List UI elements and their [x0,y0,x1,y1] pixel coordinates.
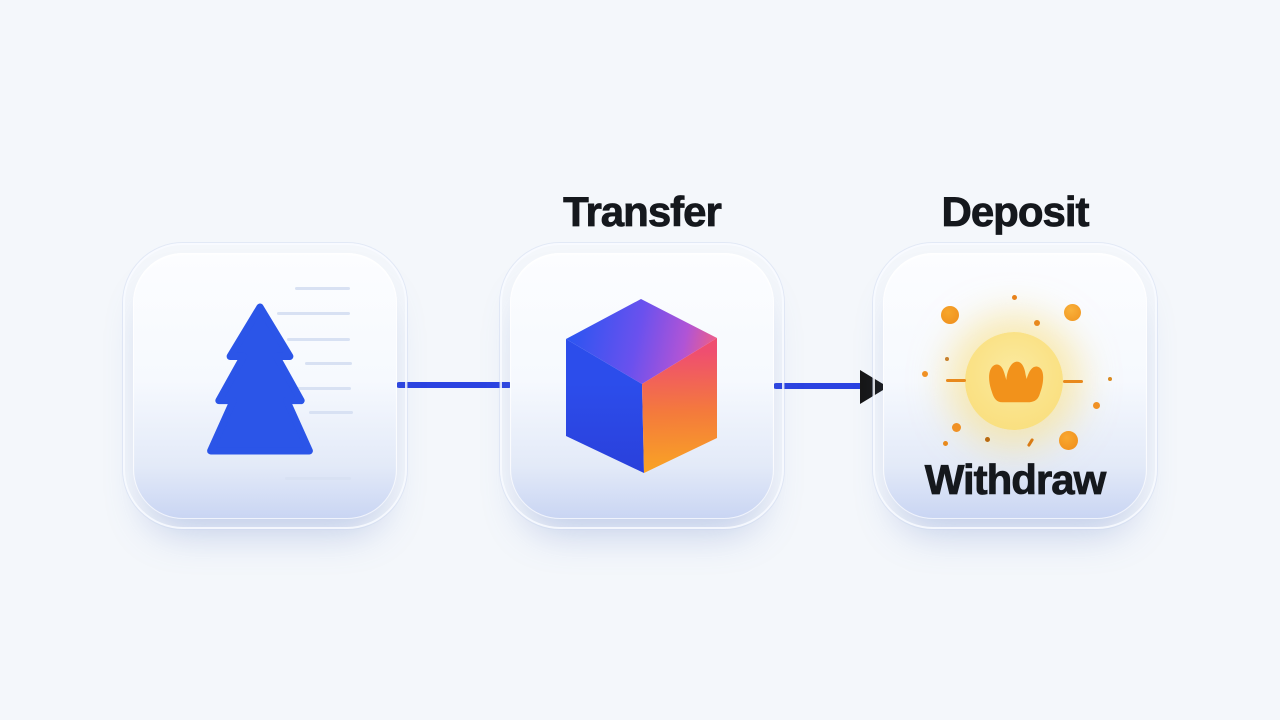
tree-icon [207,303,313,455]
cube-icon [566,299,717,473]
ledger-line [309,411,353,414]
sparkle-dot [922,371,928,377]
sparkle-dot [1059,431,1078,450]
ledger-line [287,338,350,341]
ledger-line [305,362,352,365]
sparkle-dot [952,423,961,432]
sparkle-dot [1093,402,1100,409]
sparkle-dot [1012,295,1017,300]
node-source-card[interactable] [123,243,407,529]
deposit-label: Deposit [941,188,1090,235]
transfer-label: Transfer [563,188,723,235]
ledger-line [285,477,351,480]
burst-dash [1063,380,1083,383]
sparkle-dot [1034,320,1040,326]
sparkle-dot [941,306,959,324]
sparkle-dot [1064,304,1081,321]
node-transfer-card[interactable] [500,243,784,529]
sparkle-dot [945,357,949,361]
connector-line [396,382,512,388]
withdraw-label: Withdraw [924,456,1106,504]
node-deposit-card[interactable]: Withdraw [873,243,1157,529]
sparkle-dot [943,441,948,446]
crown-icon [989,361,1044,403]
coin-burst-icon [965,332,1063,430]
ledger-line [295,287,350,290]
connector-arrow-line [773,383,865,389]
burst-dash [946,379,966,382]
sparkle-dot [985,437,990,442]
ledger-line [279,387,351,390]
sparkle-tick [1026,437,1035,448]
sparkle-dot [1108,377,1112,381]
ledger-line [277,312,350,315]
